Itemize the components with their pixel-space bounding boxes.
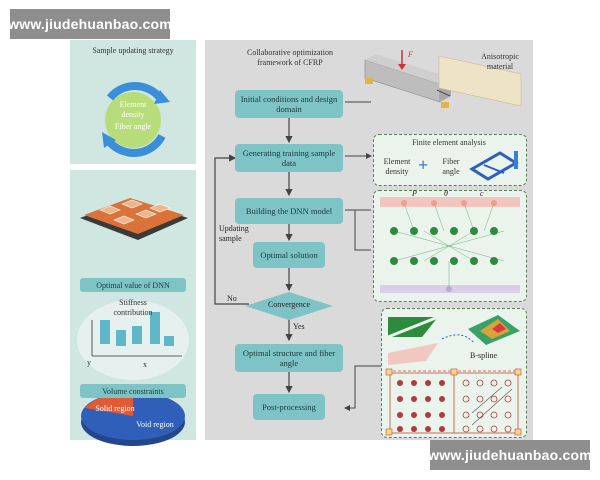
post-processing-graphic bbox=[385, 315, 522, 436]
fea-plus-sign: + bbox=[418, 155, 429, 175]
dnn-symbol-c: c bbox=[480, 189, 484, 198]
fea-mesh-graphic bbox=[469, 151, 519, 181]
left-column: Sample updating strategy Element density… bbox=[70, 40, 196, 446]
force-label: F bbox=[408, 50, 413, 59]
cycle-label-fiber: Fiber angle bbox=[114, 122, 152, 131]
step-post-processing: Post-processing bbox=[253, 394, 325, 420]
step-optimal-solution: Optimal solution bbox=[253, 242, 325, 268]
cycle-arrow-top bbox=[106, 82, 164, 101]
fea-element-density: Element density bbox=[383, 157, 411, 176]
step-building-dnn: Building the DNN model bbox=[235, 198, 343, 224]
dnn-network-box: P θ c bbox=[373, 189, 527, 302]
dnn-network-graphic bbox=[380, 197, 520, 293]
solid-region-label: Solid region bbox=[95, 404, 135, 413]
sample-strategy-title: Sample updating strategy bbox=[92, 46, 174, 55]
fea-title: Finite element analysis bbox=[412, 138, 486, 147]
cycle-arrowhead-top bbox=[154, 90, 170, 104]
left-illustrations bbox=[77, 198, 189, 446]
main-framework-panel: Collaborative optimization framework of … bbox=[205, 40, 533, 440]
cycle-diagram bbox=[102, 82, 170, 157]
dnn-symbol-p: P bbox=[412, 189, 417, 198]
step-initial-conditions: Initial conditions and design domain bbox=[235, 90, 343, 118]
dnn-volume-panel: Optimal value of DNN Stiffness contribut… bbox=[70, 170, 196, 446]
convergence-diamond bbox=[245, 292, 333, 320]
cycle-arrow-bottom bbox=[104, 133, 166, 157]
cycle-label-density: Element density bbox=[119, 100, 147, 119]
sample-strategy-panel: Sample updating strategy Element density… bbox=[70, 40, 196, 164]
bspline-label: B-spline bbox=[470, 351, 498, 360]
dnn-optimal-chip: Optimal value of DNN bbox=[80, 278, 186, 292]
watermark-bottom: www.jiudehuanbao.com bbox=[428, 440, 592, 470]
fea-fiber-angle: Fiber angle bbox=[442, 157, 460, 176]
step-generating-samples: Generating training sample data bbox=[235, 144, 343, 172]
beam-illustration bbox=[364, 50, 522, 108]
watermark-top: www.jiudehuanbao.com bbox=[8, 9, 172, 39]
region-pie bbox=[81, 392, 185, 446]
fea-box: Finite element analysis Element density … bbox=[373, 134, 527, 186]
axis-x-label: x bbox=[143, 360, 147, 369]
anisotropic-label: Anisotropic material bbox=[481, 52, 519, 71]
framework-connectors bbox=[214, 50, 522, 411]
step-optimal-structure: Optimal structure and fiber angle bbox=[235, 344, 343, 372]
axis-y-label: y bbox=[87, 358, 91, 367]
yes-label: Yes bbox=[293, 322, 305, 331]
dnn-symbol-theta: θ bbox=[444, 189, 448, 198]
stiffness-bars bbox=[77, 300, 189, 380]
cycle-center-disc bbox=[105, 92, 161, 148]
updating-sample-label: Updating sample bbox=[219, 224, 249, 243]
step-convergence: Convergence bbox=[267, 300, 311, 309]
volume-constraints-chip: Volume constraints bbox=[80, 384, 186, 398]
framework-title: Collaborative optimization framework of … bbox=[247, 48, 333, 67]
no-label: No bbox=[227, 294, 237, 303]
void-region-label: Void region bbox=[136, 420, 174, 429]
tile-plate bbox=[80, 198, 188, 240]
cycle-arrowhead-bottom bbox=[102, 132, 116, 148]
stiffness-label: Stiffness contribution bbox=[113, 298, 153, 317]
post-processing-box: B-spline bbox=[381, 308, 527, 438]
